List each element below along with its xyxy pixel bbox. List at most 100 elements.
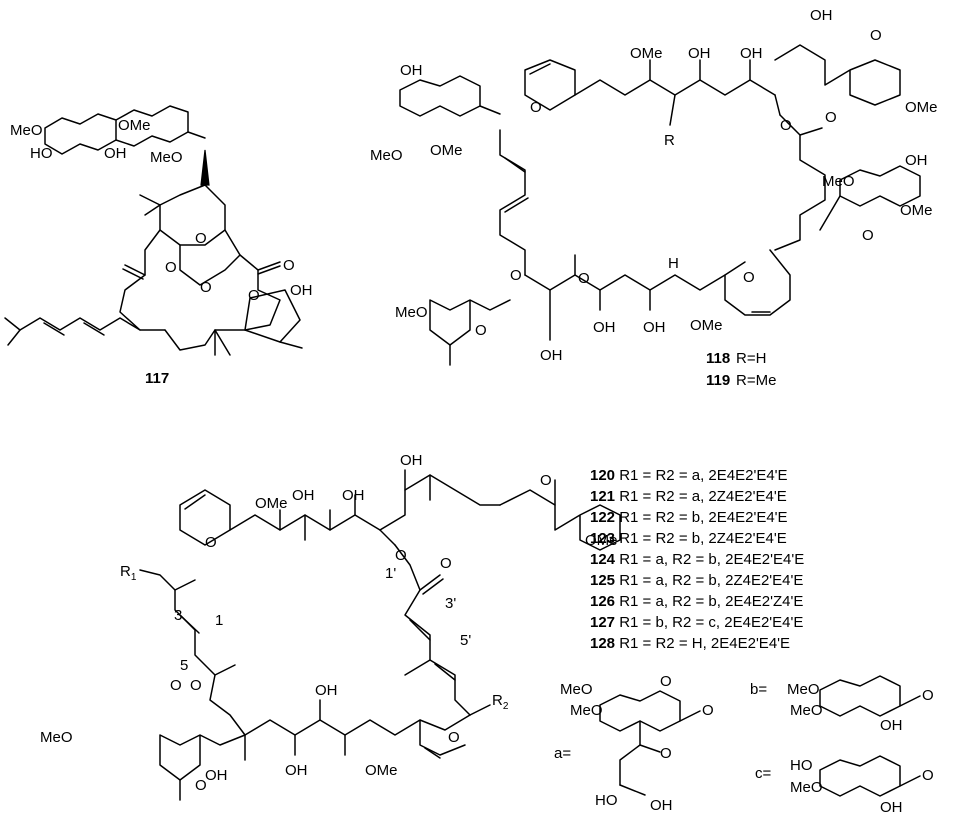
c117-ho-label: HO [30,145,53,162]
c118-ome-sugar-1: OMe [430,142,463,159]
c120-o-ester-top: O [395,547,407,564]
sugar-c-structure [819,755,921,797]
sugar-b-meo-1: MeO [787,681,820,698]
c117-oh-label-1: OH [104,145,127,162]
c118-oh-top-1: OH [688,45,711,62]
sugar-a-ho: HO [595,792,618,809]
c120-ome-bottom: OMe [365,762,398,779]
c117-meo-label: MeO [10,122,43,139]
position-5-prime: 5' [460,632,471,649]
legend-number: 127 [590,614,619,631]
c120-oh-bottom-3: OH [205,767,228,784]
legend-description: R1 = a, R2 = b, 2E4E2'E4'E [619,551,804,568]
position-1-prime: 1' [385,565,396,582]
sugar-a-oh: OH [650,797,673,814]
legend-row-121: 121 R1 = R2 = a, 2Z4E2'E4'E [590,488,787,505]
c117-ome-label-1: OMe [118,117,151,134]
legend-row-127: 127 R1 = b, R2 = c, 2E4E2'E4'E [590,614,803,631]
legend-description: R1 = b, R2 = c, 2E4E2'E4'E [619,614,803,631]
c118-oh-sugar-2: OH [905,152,928,169]
legend-row-128: 128 R1 = R2 = H, 2E4E2'E4'E [590,635,790,652]
c117-meo-label-2: MeO [150,149,183,166]
c120-oh-top-2: OH [342,487,365,504]
legend-row-123: 123 R1 = R2 = b, 2Z4E2'E4'E [590,530,787,547]
legend-row-124: 124 R1 = a, R2 = b, 2E4E2'E4'E [590,551,804,568]
c119-r-text: R=Me [736,372,776,389]
c117-o-carbonyl-1: O [165,259,177,276]
sugar-b-label: b= [750,681,767,698]
legend-row-125: 125 R1 = a, R2 = b, 2Z4E2'E4'E [590,572,803,589]
c118-ome-sugar-2: OMe [900,202,933,219]
c118-o-carbonyl-top: O [825,109,837,126]
legend-row-122: 122 R1 = R2 = b, 2E4E2'E4'E [590,509,788,526]
sugar-a-o-carbonyl: O [660,745,672,762]
sugar-a-meo-1: MeO [560,681,593,698]
c120-ome-top: OMe [255,495,288,512]
c118-ome-tr: OMe [905,99,938,116]
sugar-c-ho: HO [790,757,813,774]
compound-120-128-structure [139,469,621,801]
c120-oh-top-1: OH [292,487,315,504]
c120-o-pyran-bl: O [195,777,207,794]
c120-o-ester-bottom: O [190,677,202,694]
c120-o-carbonyl-bottom: O [170,677,182,694]
c118-ome-bottom: OMe [690,317,723,334]
legend-number: 126 [590,593,619,610]
c118-oh-top-3: OH [810,7,833,24]
c118-oh-bottom-1: OH [643,319,666,336]
sugar-a-meo-2: MeO [570,702,603,719]
position-3: 3 [174,607,182,624]
c117-o-ester: O [200,279,212,296]
c118-o-pyran-tr: O [870,27,882,44]
c120-o-pyran-top: O [205,534,217,551]
c118-r-label: R [664,132,675,149]
sugar-a-o-link: O [702,702,714,719]
sugar-c-meo: MeO [790,779,823,796]
c118-o-pyran-top: O [530,99,542,116]
legend-number: 123 [590,530,619,547]
legend-number: 124 [590,551,619,568]
c120-o-pyran-bottom: O [448,729,460,746]
sugar-b-meo-2: MeO [790,702,823,719]
c120-meo-bottom-left: MeO [40,729,73,746]
sugar-b-o-link: O [922,687,934,704]
c120-o-pyran-tr: O [540,472,552,489]
sugar-c-oh: OH [880,799,903,816]
c118-r-text: R=H [736,350,766,367]
legend-number: 125 [590,572,619,589]
c117-number: 117 [145,370,169,387]
legend-number: 122 [590,509,619,526]
c118-number: 118 [706,350,730,367]
c120-oh-top-3: OH [400,452,423,469]
legend-description: R1 = a, R2 = b, 2E4E2'Z4'E [619,593,803,610]
c118-oh-bottom-3: OH [540,347,563,364]
legend-description: R1 = R2 = b, 2E4E2'E4'E [619,509,787,526]
sugar-a-o-ring: O [660,673,672,690]
legend-number: 120 [590,467,619,484]
c119-number: 119 [706,372,730,389]
sugar-c-o-link: O [922,767,934,784]
sugar-a-structure [599,690,701,796]
c117-o-carbonyl-2: O [283,257,295,274]
c118-o-pyran-bottom: O [743,269,755,286]
compound-118-119-structure [399,44,921,366]
legend-description: R1 = R2 = a, 2E4E2'E4'E [619,467,787,484]
legend-description: R1 = R2 = a, 2Z4E2'E4'E [619,488,787,505]
c118-oh-top-2: OH [740,45,763,62]
position-3-prime: 3' [445,595,456,612]
c118-o-ester-bottom: O [578,270,590,287]
c118-meo-sugar-2: MeO [822,173,855,190]
legend-row-120: 120 R1 = R2 = a, 2E4E2'E4'E [590,467,788,484]
r1-label: R1 [120,563,137,583]
c118-oh-bottom-2: OH [593,319,616,336]
compound-117-structure [4,105,303,356]
sugar-b-structure [819,675,921,717]
legend-description: R1 = a, R2 = b, 2Z4E2'E4'E [619,572,803,589]
c120-oh-bottom-2: OH [285,762,308,779]
compound-legend: 120 R1 = R2 = a, 2E4E2'E4'E 121 R1 = R2 =… [590,467,804,652]
c118-meo-bottom-left: MeO [395,304,428,321]
legend-description: R1 = R2 = b, 2Z4E2'E4'E [619,530,787,547]
c120-o-carbonyl-top: O [440,555,452,572]
c117-o-ring: O [195,230,207,247]
